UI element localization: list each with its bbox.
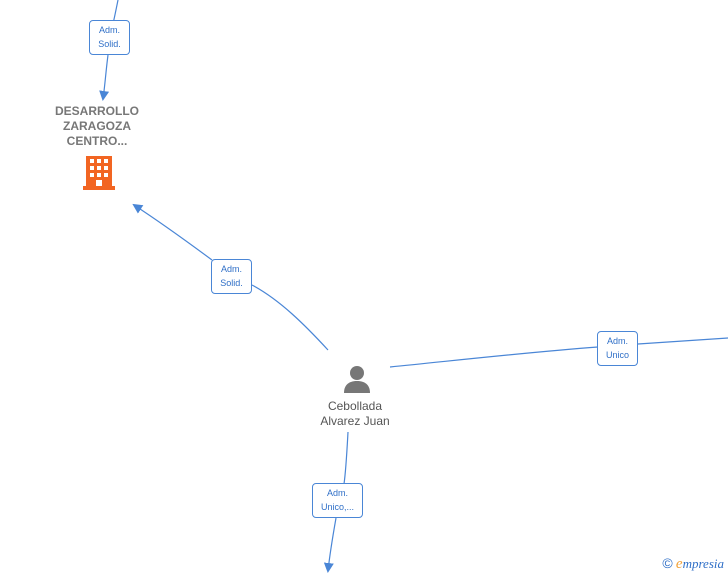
edge-label-person-to-right[interactable]: Adm. Unico	[597, 331, 638, 366]
edge-label-line: Adm.	[606, 336, 628, 346]
edge-label-line: Solid.	[220, 278, 243, 288]
person-label-line: Alvarez Juan	[320, 414, 390, 428]
brand-name: mpresia	[682, 556, 724, 571]
edge-label-line: Adm.	[220, 264, 242, 274]
copyright-symbol: ©	[662, 555, 673, 571]
person-icon[interactable]	[342, 364, 372, 394]
brand-initial: e	[675, 556, 683, 572]
edge-label-line: Solid.	[98, 39, 121, 49]
edge-label-line: Adm.	[98, 25, 120, 35]
building-icon[interactable]	[83, 156, 115, 190]
edge-person-to-bottom	[328, 431, 349, 571]
edge-label-line: Adm.	[326, 488, 348, 498]
person-label-line: Cebollada	[327, 399, 383, 413]
company-label-line: ZARAGOZA	[63, 119, 131, 133]
company-label-line: DESARROLLO	[55, 104, 139, 118]
edge-label-line: Unico	[605, 350, 629, 360]
company-node-label[interactable]: DESARROLLO ZARAGOZA CENTRO...	[37, 104, 157, 149]
company-label-line: CENTRO...	[66, 134, 128, 148]
edge-label-person-to-bottom[interactable]: Adm. Unico,...	[312, 483, 363, 518]
edge-label-person-to-company[interactable]: Adm. Solid.	[211, 259, 252, 294]
person-node-label[interactable]: Cebollada Alvarez Juan	[295, 399, 415, 429]
edge-person-to-right	[389, 337, 728, 368]
edge-person-to-company	[134, 205, 329, 351]
edge-label-line: Unico,...	[320, 502, 354, 512]
empresia-watermark: © empresia	[662, 555, 724, 573]
edge-label-top-to-company[interactable]: Adm. Solid.	[89, 20, 130, 55]
